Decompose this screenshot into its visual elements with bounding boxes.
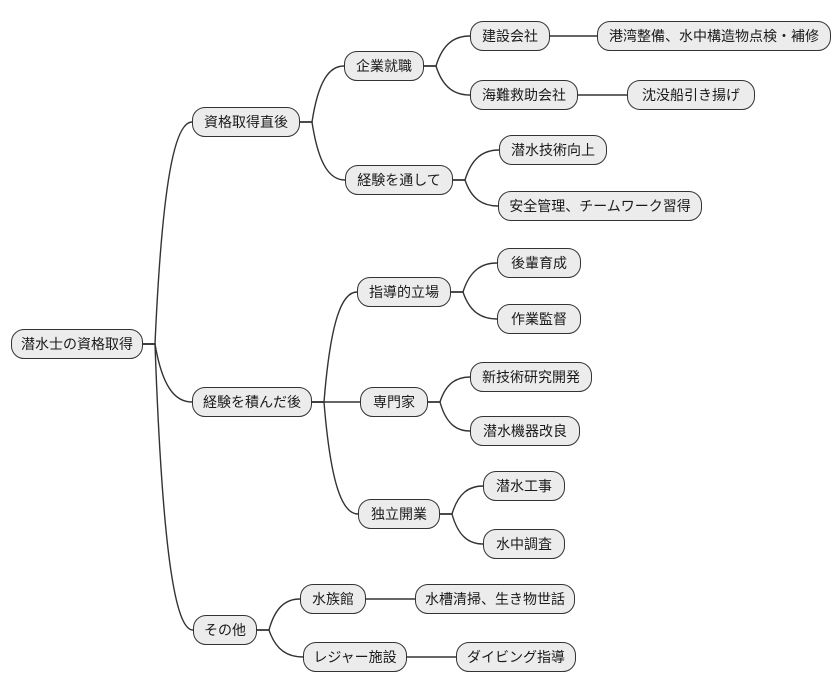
node-sunken-ship-salvage: 沈没船引き揚げ	[627, 80, 755, 110]
node-leadership-position: 指導的立場	[357, 277, 451, 307]
node-construction-company: 建設会社	[470, 21, 550, 51]
connector-company-employment-marine-rescue-company	[423, 65, 471, 96]
node-aquarium: 水族館	[300, 584, 366, 614]
node-specialist: 専門家	[360, 387, 428, 417]
connector-company-employment-construction-company	[423, 35, 471, 67]
node-new-technology-rd: 新技術研究開発	[470, 362, 592, 392]
node-through-experience: 経験を通して	[345, 165, 453, 195]
node-underwater-survey: 水中調査	[483, 529, 565, 559]
node-root: 潜水士の資格取得	[11, 329, 143, 359]
connector-specialist-equipment-improvement	[427, 401, 471, 432]
connector-after-experience-leadership-position	[311, 291, 358, 403]
node-junior-training: 後輩育成	[497, 248, 581, 278]
connector-independent-business-diving-construction	[439, 485, 484, 515]
node-harbor-maintenance: 港湾整備、水中構造物点検・補修	[597, 21, 831, 51]
node-after-experience: 経験を積んだ後	[192, 387, 312, 417]
node-leisure-facility: レジャー施設	[303, 642, 407, 672]
node-work-supervision: 作業監督	[497, 304, 581, 334]
connector-root-others	[142, 343, 194, 631]
connector-after-experience-independent-business	[311, 401, 359, 515]
node-tank-cleaning-care: 水槽清掃、生き物世話	[415, 584, 575, 614]
node-diving-instruction: ダイビング指導	[456, 642, 576, 672]
node-others: その他	[193, 615, 257, 645]
connector-root-after-certification	[142, 121, 193, 345]
connector-independent-business-underwater-survey	[439, 513, 484, 545]
connector-leadership-position-junior-training	[450, 262, 498, 293]
connector-after-certification-through-experience	[299, 121, 346, 181]
connector-others-aquarium	[256, 598, 301, 631]
node-marine-rescue-company: 海難救助会社	[470, 80, 578, 110]
connector-others-leisure-facility	[256, 629, 304, 658]
node-independent-business: 独立開業	[358, 499, 440, 529]
connector-leadership-position-work-supervision	[450, 291, 498, 320]
node-safety-teamwork: 安全管理、チームワーク習得	[498, 191, 702, 221]
connector-through-experience-diving-skill-improvement	[452, 149, 500, 181]
node-after-certification: 資格取得直後	[192, 107, 300, 137]
connector-specialist-new-technology-rd	[427, 376, 471, 403]
node-company-employment: 企業就職	[344, 51, 424, 81]
connector-after-certification-company-employment	[299, 65, 345, 123]
node-equipment-improvement: 潜水機器改良	[470, 416, 580, 446]
connector-root-after-experience	[142, 343, 193, 403]
node-diving-construction: 潜水工事	[483, 471, 565, 501]
node-diving-skill-improvement: 潜水技術向上	[499, 135, 607, 165]
connector-through-experience-safety-teamwork	[452, 179, 499, 207]
